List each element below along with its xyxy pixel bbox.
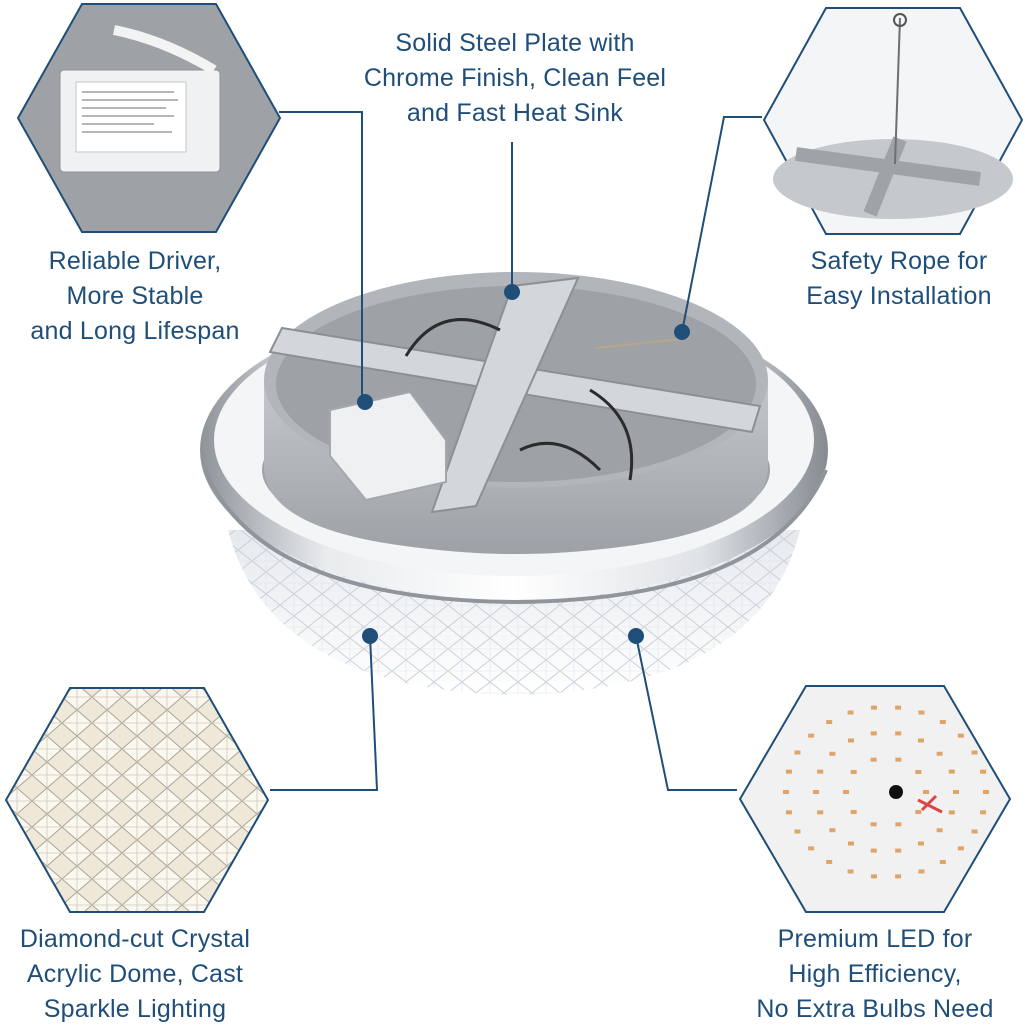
led-chip — [813, 790, 819, 794]
led-chip — [971, 829, 978, 834]
led-chip — [980, 810, 987, 815]
led-chip — [808, 846, 815, 851]
led-chip — [948, 810, 955, 815]
caption-line: Reliable Driver, — [48, 247, 222, 275]
led-chip — [848, 738, 854, 743]
led-chip — [895, 731, 902, 736]
led-chip — [870, 705, 877, 710]
led-chip — [895, 848, 902, 853]
led-chip — [895, 757, 902, 762]
driver-box — [329, 390, 447, 502]
led-chip — [895, 874, 902, 879]
led-chip — [785, 810, 792, 815]
caption-line: Solid Steel Plate with — [395, 29, 635, 57]
led-chip — [847, 710, 854, 715]
led-chip — [983, 790, 989, 794]
caption-line: High Efficiency, — [788, 960, 962, 988]
led-chip — [915, 809, 922, 814]
caption-driver: Reliable Driver, More Stable and Long Li… — [0, 244, 270, 349]
led-chip — [957, 846, 964, 851]
led-chip — [870, 822, 877, 827]
caption-line: Easy Installation — [806, 282, 992, 310]
led-chip — [826, 720, 833, 725]
led-chip — [808, 733, 815, 738]
driver-closeup-hexagon — [16, 3, 282, 233]
caption-line: Premium LED for — [777, 925, 973, 953]
callout-dot-steel-plate — [504, 284, 520, 300]
caption-line: Chrome Finish, Clean Feel — [363, 64, 667, 92]
led-chip — [843, 790, 849, 794]
led-chip — [923, 790, 929, 794]
callout-dot-crystal — [362, 628, 378, 644]
caption-line: and Long Lifespan — [30, 317, 240, 345]
caption-line: Diamond-cut Crystal — [19, 925, 251, 953]
led-chip — [785, 769, 792, 774]
led-chip — [794, 829, 801, 834]
caption-line: Safety Rope for — [810, 247, 988, 275]
callout-dot-led — [628, 628, 644, 644]
caption-line: and Fast Heat Sink — [406, 99, 624, 127]
led-chip — [939, 859, 946, 864]
led-chip — [918, 738, 924, 743]
led-chip — [794, 750, 801, 755]
led-chip — [980, 769, 987, 774]
callout-dot-driver — [357, 394, 373, 410]
led-chip — [870, 757, 877, 762]
caption-line: Sparkle Lighting — [43, 995, 227, 1023]
led-chip — [939, 720, 946, 725]
led-chip — [850, 770, 857, 775]
led-chip — [829, 751, 836, 756]
caption-line: No Extra Bulbs Need — [756, 995, 994, 1023]
led-chip — [936, 751, 943, 756]
led-chip — [870, 848, 877, 853]
caption-led: Premium LED for High Efficiency, No Extr… — [730, 922, 1020, 1027]
led-chip — [895, 822, 902, 827]
crystal-closeup-hexagon — [4, 687, 270, 913]
led-chip — [817, 769, 824, 774]
led-chip — [783, 790, 789, 794]
led-chip — [971, 750, 978, 755]
caption-steel-plate: Solid Steel Plate with Chrome Finish, Cl… — [330, 26, 700, 131]
led-chip — [918, 869, 925, 874]
caption-line: More Stable — [66, 282, 204, 310]
led-chip — [915, 770, 922, 775]
led-chip — [957, 733, 964, 738]
caption-line: Acrylic Dome, Cast — [26, 960, 244, 988]
led-chip — [850, 809, 857, 814]
led-chip — [948, 769, 955, 774]
safety-rope-closeup-hexagon — [762, 7, 1024, 235]
led-board-closeup-hexagon — [738, 685, 1012, 913]
led-chip — [936, 828, 943, 833]
caption-safety-rope: Safety Rope for Easy Installation — [770, 244, 1028, 314]
led-chip — [817, 810, 824, 815]
led-chip — [953, 790, 959, 794]
mounting-bracket — [268, 276, 762, 514]
led-chip — [847, 869, 854, 874]
led-chip — [870, 731, 877, 736]
led-chip — [895, 705, 902, 710]
led-chip — [918, 710, 925, 715]
callout-dot-safety-rope — [674, 324, 690, 340]
safety-rope — [595, 337, 691, 349]
wires — [404, 318, 634, 481]
led-chip — [826, 859, 833, 864]
caption-crystal: Diamond-cut Crystal Acrylic Dome, Cast S… — [0, 922, 270, 1027]
led-chip — [918, 841, 924, 846]
led-chip — [829, 828, 836, 833]
led-chip — [848, 841, 854, 846]
led-chip — [870, 874, 877, 879]
